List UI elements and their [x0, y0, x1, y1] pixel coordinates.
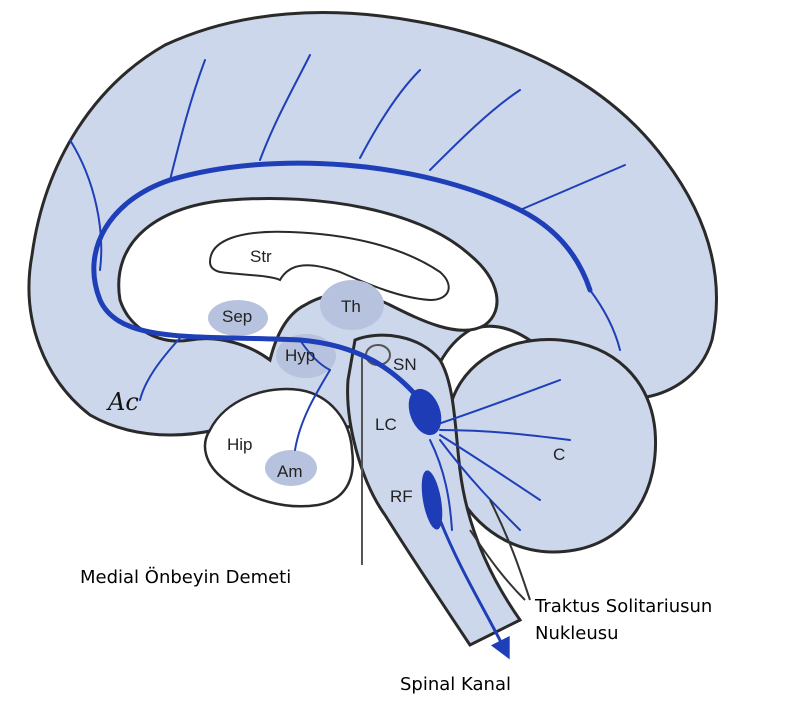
label-hippocampus: Hip [227, 435, 253, 454]
label-substantia-nigra: SN [393, 355, 417, 374]
label-hypothalamus: Hyp [285, 346, 315, 365]
caption-spinal-canal: Spinal Kanal [400, 674, 511, 695]
caption-traktus-line2: Nukleusu [535, 623, 619, 644]
cerebellum [447, 340, 656, 552]
label-locus-coeruleus: LC [375, 415, 397, 434]
label-amygdala: Am [277, 462, 303, 481]
caption-traktus-line1: Traktus Solitariusun [534, 596, 712, 617]
caption-medial-forebrain: Medial Önbeyin Demeti [80, 566, 291, 588]
label-striatum: Str [250, 247, 272, 266]
label-thalamus: Th [341, 297, 361, 316]
label-accumbens: Ac [106, 388, 139, 416]
label-cerebellum: C [553, 445, 565, 464]
label-reticular-formation: RF [390, 487, 413, 506]
label-septum: Sep [222, 307, 252, 326]
